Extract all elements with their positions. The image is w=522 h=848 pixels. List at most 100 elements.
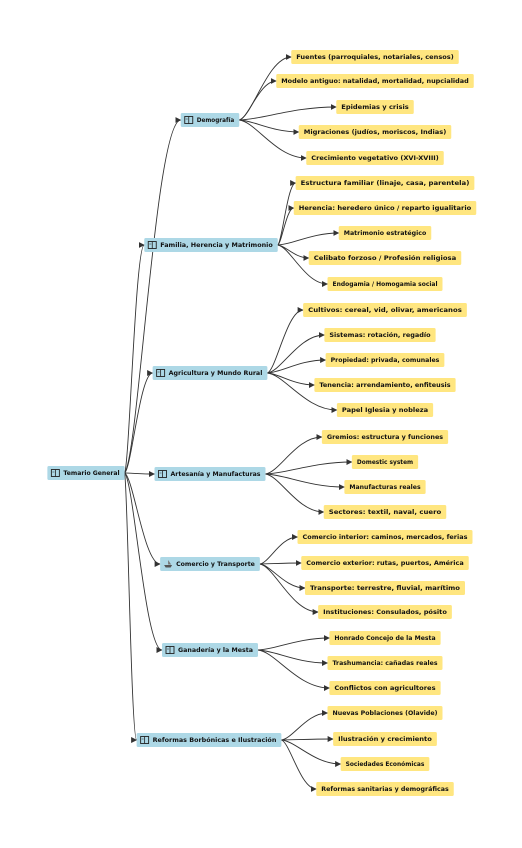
- category-node-artesania-y-manufacturas: Artesanía y Manufacturas: [154, 467, 266, 481]
- leaf-node-endogamia-homogamia-social: Endogamia / Homogamia social: [327, 277, 443, 291]
- edge-comercio-y-transporte-to-comercio-exterior-rutas-puertos-america: [259, 560, 302, 567]
- edge-familia-herencia-y-matrimonio-to-matrimonio-estrategico: [277, 230, 340, 246]
- leaf-node-migraciones-judios-moriscos-indias: Migraciones (judíos, moriscos, Indias): [298, 125, 452, 139]
- leaf-node-estructura-familiar-linaje-casa-parentel: Estructura familiar (linaje, casa, paren…: [295, 176, 475, 190]
- leaf-node-crecimiento-vegetativo-xvi-xviii-label: Crecimiento vegetativo (XVI-XVIII): [311, 155, 439, 162]
- category-node-comercio-y-transporte: Comercio y Transporte: [160, 557, 260, 571]
- edge-ganaderia-y-la-mesta-to-honrado-concejo-de-la-mesta: [257, 635, 330, 651]
- root-node-box: [47, 466, 125, 480]
- category-node-demografia-label: Demografía: [197, 116, 235, 124]
- leaf-node-sistemas-rotacion-regadio-box: [324, 328, 436, 342]
- leaf-node-manufacturas-reales-label: Manufacturas reales: [349, 484, 420, 491]
- category-node-reformas-borbonicas-e-ilustracion-label: Reformas Borbónicas e Ilustración: [153, 736, 277, 744]
- leaf-node-conflictos-con-agricultores: Conflictos con agricultores: [329, 681, 441, 695]
- leaf-node-epidemias-y-crisis-label: Epidemias y crisis: [341, 104, 409, 111]
- category-node-familia-herencia-y-matrimonio: Familia, Herencia y Matrimonio: [144, 238, 278, 252]
- leaf-node-tenencia-arrendamiento-enfiteusis-label: Tenencia: arrendamiento, enfiteusis: [319, 382, 450, 389]
- edge-familia-herencia-y-matrimonio-to-endogamia-homogamia-social: [277, 244, 328, 287]
- leaf-node-herencia-heredero-unico-reparto-igualita: Herencia: heredero único / reparto igual…: [293, 201, 477, 215]
- leaf-node-instituciones-consulados-posito-label: Instituciones: Consulados, pósito: [323, 608, 447, 616]
- leaf-node-ilustracion-y-crecimiento-box: [333, 732, 437, 746]
- leaf-node-instituciones-consulados-posito-box: [318, 605, 452, 619]
- edge-demografia-to-crecimiento-vegetativo-xvi-xviii: [239, 119, 307, 161]
- leaf-node-sectores-textil-naval-cuero-box: [323, 505, 447, 519]
- leaf-node-matrimonio-estrategico-label: Matrimonio estratégico: [344, 229, 427, 237]
- leaf-node-sectores-textil-naval-cuero-label: Sectores: textil, naval, cuero: [329, 509, 442, 516]
- category-node-artesania-y-manufacturas-box: [154, 467, 266, 481]
- leaf-node-matrimonio-estrategico-box: [338, 226, 432, 240]
- category-node-reformas-borbonicas-e-ilustracion-box: [136, 733, 282, 747]
- edge-agricultura-y-mundo-rural-to-tenencia-arrendamiento-enfiteusis: [267, 372, 315, 388]
- edges-layer: [124, 54, 353, 792]
- leaf-node-comercio-interior-caminos-mercados-feria-box: [297, 530, 473, 544]
- edge-reformas-borbonicas-e-ilustracion-to-reformas-sanitarias-y-demograficas: [281, 739, 317, 792]
- leaf-node-reformas-sanitarias-y-demograficas-label: Reformas sanitarias y demográficas: [321, 785, 449, 793]
- leaf-node-estructura-familiar-linaje-casa-parentel-box: [295, 176, 475, 190]
- edge-comercio-y-transporte-to-comercio-interior-caminos-mercados-feria: [259, 534, 298, 565]
- edge-demografia-to-fuentes-parroquiales-notariales-censos: [239, 54, 292, 121]
- leaf-node-epidemias-y-crisis: Epidemias y crisis: [336, 100, 414, 114]
- edge-ganaderia-y-la-mesta-to-trashumancia-canadas-reales: [257, 649, 328, 666]
- edge-root-to-reformas-borbonicas-e-ilustracion: [124, 472, 138, 743]
- edge-reformas-borbonicas-e-ilustracion-to-nuevas-poblaciones-olavide: [281, 710, 328, 741]
- book-icon: [140, 736, 150, 744]
- leaf-node-comercio-exterior-rutas-puertos-america-box: [301, 556, 469, 570]
- leaf-node-matrimonio-estrategico: Matrimonio estratégico: [338, 226, 432, 240]
- leaf-node-reformas-sanitarias-y-demograficas: Reformas sanitarias y demográficas: [316, 782, 454, 796]
- leaf-node-fuentes-parroquiales-notariales-censos-box: [291, 50, 459, 64]
- category-node-demografia: Demografía: [180, 113, 240, 127]
- leaf-node-honrado-concejo-de-la-mesta: Honrado Concejo de la Mesta: [329, 631, 441, 645]
- category-node-familia-herencia-y-matrimonio-label: Familia, Herencia y Matrimonio: [160, 242, 273, 249]
- leaf-node-cultivos-cereal-vid-olivar-americanos-label: Cultivos: cereal, vid, olivar, americano…: [308, 307, 462, 314]
- leaf-node-tenencia-arrendamiento-enfiteusis-box: [314, 378, 456, 392]
- leaf-node-sistemas-rotacion-regadio-label: Sistemas: rotación, regadío: [329, 331, 431, 339]
- leaf-node-endogamia-homogamia-social-box: [327, 277, 443, 291]
- leaf-node-cultivos-cereal-vid-olivar-americanos-box: [303, 303, 467, 317]
- category-node-ganaderia-y-la-mesta-label: Ganadería y la Mesta: [178, 646, 253, 654]
- category-node-artesania-y-manufacturas-label: Artesanía y Manufacturas: [171, 470, 261, 478]
- leaf-node-endogamia-homogamia-social-label: Endogamia / Homogamia social: [333, 281, 438, 288]
- root-node-label: Temario General: [63, 470, 119, 477]
- leaf-node-herencia-heredero-unico-reparto-igualita-label: Herencia: heredero único / reparto igual…: [299, 204, 472, 212]
- leaf-node-trashumancia-canadas-reales: Trashumancia: cañadas reales: [327, 656, 443, 670]
- leaf-node-reformas-sanitarias-y-demograficas-box: [316, 782, 454, 796]
- leaf-node-migraciones-judios-moriscos-indias-label: Migraciones (judíos, moriscos, Indias): [304, 128, 447, 136]
- leaf-node-estructura-familiar-linaje-casa-parentel-label: Estructura familiar (linaje, casa, paren…: [301, 180, 470, 187]
- leaf-node-papel-iglesia-y-nobleza: Papel Iglesia y nobleza: [336, 403, 434, 417]
- leaf-node-manufacturas-reales: Manufacturas reales: [344, 480, 426, 494]
- edge-root-to-demografia: [124, 117, 182, 474]
- edge-root-to-comercio-y-transporte: [124, 472, 161, 567]
- leaf-node-herencia-heredero-unico-reparto-igualita-box: [293, 201, 477, 215]
- leaf-node-transporte-terrestre-fluvial-maritimo: Transporte: terrestre, fluvial, marítimo: [305, 581, 465, 595]
- edge-comercio-y-transporte-to-instituciones-consulados-posito: [259, 563, 319, 615]
- leaf-node-honrado-concejo-de-la-mesta-label: Honrado Concejo de la Mesta: [334, 635, 435, 642]
- root-node: Temario General: [47, 466, 125, 480]
- leaf-node-comercio-exterior-rutas-puertos-america-label: Comercio exterior: rutas, puertos, Améri…: [306, 559, 464, 567]
- leaf-node-nuevas-poblaciones-olavide-box: [327, 706, 443, 720]
- leaf-node-comercio-interior-caminos-mercados-feria: Comercio interior: caminos, mercados, fe…: [297, 530, 473, 544]
- edge-familia-herencia-y-matrimonio-to-estructura-familiar-linaje-casa-parentel: [277, 180, 297, 246]
- leaf-node-crecimiento-vegetativo-xvi-xviii: Crecimiento vegetativo (XVI-XVIII): [306, 151, 444, 165]
- book-icon: [147, 241, 157, 249]
- edge-demografia-to-migraciones-judios-moriscos-indias: [239, 119, 300, 135]
- leaf-node-tenencia-arrendamiento-enfiteusis: Tenencia: arrendamiento, enfiteusis: [314, 378, 456, 392]
- leaf-node-comercio-exterior-rutas-puertos-america: Comercio exterior: rutas, puertos, Améri…: [301, 556, 469, 570]
- book-icon: [165, 646, 175, 654]
- leaf-node-conflictos-con-agricultores-label: Conflictos con agricultores: [334, 685, 436, 692]
- leaf-node-instituciones-consulados-posito: Instituciones: Consulados, pósito: [318, 605, 452, 619]
- leaf-node-propiedad-privada-comunales: Propiedad: privada, comunales: [325, 353, 445, 367]
- category-node-reformas-borbonicas-e-ilustracion: Reformas Borbónicas e Ilustración: [136, 733, 282, 747]
- leaf-node-comercio-interior-caminos-mercados-feria-label: Comercio interior: caminos, mercados, fe…: [303, 534, 468, 541]
- edge-artesania-y-manufacturas-to-sectores-textil-naval-cuero: [265, 473, 325, 515]
- leaf-node-celibato-forzoso-profesion-religiosa-label: Celibato forzoso / Profesión religiosa: [314, 254, 457, 262]
- edge-ganaderia-y-la-mesta-to-conflictos-con-agricultores: [257, 649, 330, 691]
- leaf-node-fuentes-parroquiales-notariales-censos-label: Fuentes (parroquiales, notariales, censo…: [296, 54, 454, 61]
- category-node-comercio-y-transporte-label: Comercio y Transporte: [176, 561, 255, 568]
- category-node-ganaderia-y-la-mesta-box: [162, 643, 258, 657]
- book-icon: [184, 116, 194, 124]
- leaf-node-transporte-terrestre-fluvial-maritimo-box: [305, 581, 465, 595]
- category-node-agricultura-y-mundo-rural-box: [152, 366, 268, 380]
- leaf-node-sociedades-economicas-label: Sociedades Económicas: [346, 760, 425, 768]
- book-icon: [50, 469, 60, 477]
